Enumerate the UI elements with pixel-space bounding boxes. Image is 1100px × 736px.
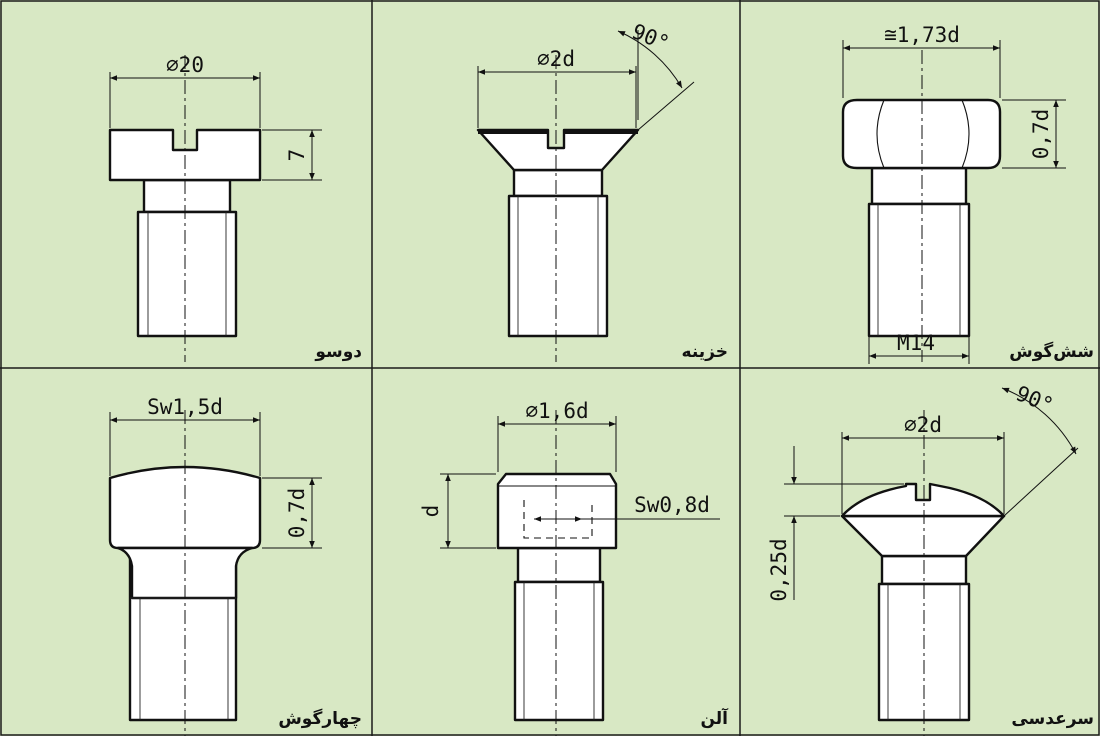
drawing-raised-countersunk: ⌀2d 90° 0,25d سرعدسی <box>767 381 1094 736</box>
dim-height: 7 <box>285 149 309 162</box>
label-countersunk: خزینه <box>682 342 728 362</box>
dim-thread: M14 <box>897 331 935 355</box>
drawing-square: Sw1,5d 0,7d چهارگوش <box>108 395 362 736</box>
drawing-slotted-cheese: ⌀20 7 دوسو <box>108 53 362 362</box>
dim-across-flats: Sw1,5d <box>147 395 223 419</box>
label-socket: آلن <box>700 707 729 729</box>
label-hexagon: شش‌گوش <box>1009 341 1094 362</box>
dim-head-height: 0,7d <box>1029 109 1053 160</box>
drawing-hexagon: ≅1,73d 0,7d M14 شش‌گوش <box>841 23 1094 364</box>
label-slotted-cheese: دوسو <box>314 342 362 362</box>
drawing-countersunk: ⌀2d 90° خزینه <box>476 19 728 362</box>
dim-socket: Sw0,8d <box>634 493 710 517</box>
dim-diameter: ⌀20 <box>166 53 204 77</box>
dim-diameter: ⌀1,6d <box>525 399 588 423</box>
dim-head-height: d <box>419 505 443 518</box>
label-square: چهارگوش <box>278 708 362 729</box>
dim-head-height: 0,7d <box>285 488 309 539</box>
dim-diameter: ⌀2d <box>904 413 942 437</box>
drawing-socket: ⌀1,6d d Sw0,8d آلن <box>419 399 729 736</box>
dim-diameter: ⌀2d <box>537 47 575 71</box>
dim-across-corners: ≅1,73d <box>884 23 960 47</box>
label-raised-countersunk: سرعدسی <box>1011 709 1094 729</box>
dim-dome-height: 0,25d <box>767 538 791 601</box>
